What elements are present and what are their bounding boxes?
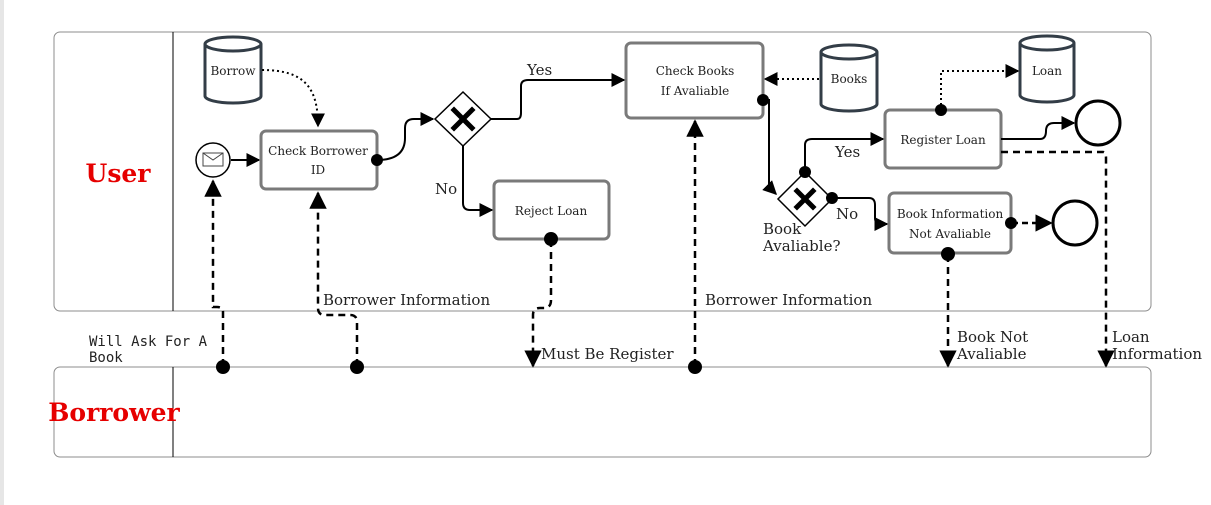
data-store-borrow-label: Borrow: [210, 64, 256, 78]
task-book-information: [887, 191, 1013, 255]
task-register-loan-label: Register Loan: [900, 133, 986, 147]
label-will-ask-line2: Book: [89, 350, 123, 366]
task-check-borrower-id-line1: Check Borrower: [268, 144, 368, 158]
label-yes-1: Yes: [526, 61, 552, 79]
message-flows: [204, 119, 1115, 368]
label-loan-info-line2: Information: [1112, 345, 1202, 363]
label-no-1: No: [435, 180, 457, 198]
data-store-borrow: [203, 35, 263, 105]
data-store-loan: [1018, 34, 1076, 104]
label-book-not-line1: Book Not: [957, 328, 1028, 346]
task-reject-loan-label: Reject Loan: [515, 204, 588, 218]
task-check-books-line1: Check Books: [656, 64, 735, 78]
label-will-ask-line1: Will Ask For A: [89, 334, 208, 350]
label-book-not-line2: Avaliable: [956, 345, 1027, 363]
start-event-message: [195, 142, 231, 178]
end-event-book-unavailable: [1051, 199, 1099, 247]
label-book-available-line2: Avaliable?: [762, 237, 841, 255]
label-yes-2: Yes: [834, 143, 860, 161]
task-check-borrower-id-line2: ID: [311, 163, 325, 177]
label-loan-info-line1: Loan: [1112, 328, 1150, 346]
data-associations: [261, 64, 1020, 128]
label-must-register: Must Be Register: [541, 345, 674, 363]
task-book-information-line1: Book Information: [897, 207, 1004, 221]
flow-dots: [371, 94, 1017, 229]
task-check-borrower-id: [259, 129, 379, 191]
task-check-books-line2: If Avaliable: [661, 84, 730, 98]
label-borrower-info-1: Borrower Information: [323, 291, 490, 309]
label-no-2: No: [836, 205, 858, 223]
lane-title-user: User: [86, 159, 152, 188]
task-check-books: [624, 41, 765, 120]
lane-title-borrower: Borrower: [48, 398, 180, 427]
data-store-books: [819, 43, 879, 113]
end-event-loan-registered: [1074, 99, 1122, 147]
left-edge: [0, 0, 4, 505]
message-dots: [216, 232, 955, 374]
gateway-book-available: [776, 170, 834, 228]
label-borrower-info-2: Borrower Information: [705, 291, 872, 309]
task-book-information-line2: Not Avaliable: [909, 227, 991, 241]
pool-borrower: [53, 366, 1152, 458]
label-book-available-line1: Book: [763, 220, 802, 238]
data-store-loan-label: Loan: [1032, 64, 1062, 78]
data-store-books-label: Books: [831, 72, 868, 86]
